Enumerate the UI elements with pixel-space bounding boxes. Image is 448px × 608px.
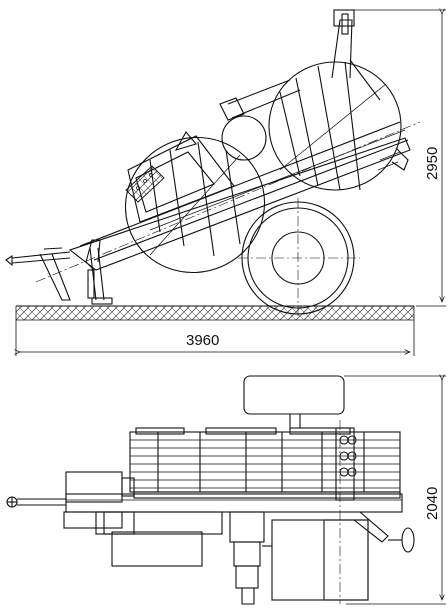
road-wheel (238, 198, 360, 318)
lower-boxes (103, 511, 369, 605)
top-block (243, 375, 345, 428)
gearbox-housing (127, 79, 301, 223)
lower-reel (124, 136, 266, 274)
top-tow-bar (6, 496, 66, 508)
tow-bar (5, 247, 71, 301)
width-label: 2040 (424, 487, 441, 520)
boom-arm (331, 9, 409, 171)
length-dimension (16, 306, 415, 356)
top-view: 2040 (6, 375, 446, 605)
upper-reel (268, 61, 402, 191)
width-dimension (344, 376, 446, 605)
main-frame (35, 121, 421, 283)
jack-stand (85, 239, 113, 305)
reel-pack (129, 427, 401, 493)
handwheel (353, 511, 415, 553)
cable-guide (125, 165, 165, 203)
height-label: 2950 (424, 147, 441, 180)
side-view: 2950 3960 (5, 9, 446, 356)
height-dimension (354, 10, 446, 307)
length-label: 3960 (186, 332, 219, 349)
ground-hatch (16, 305, 414, 321)
